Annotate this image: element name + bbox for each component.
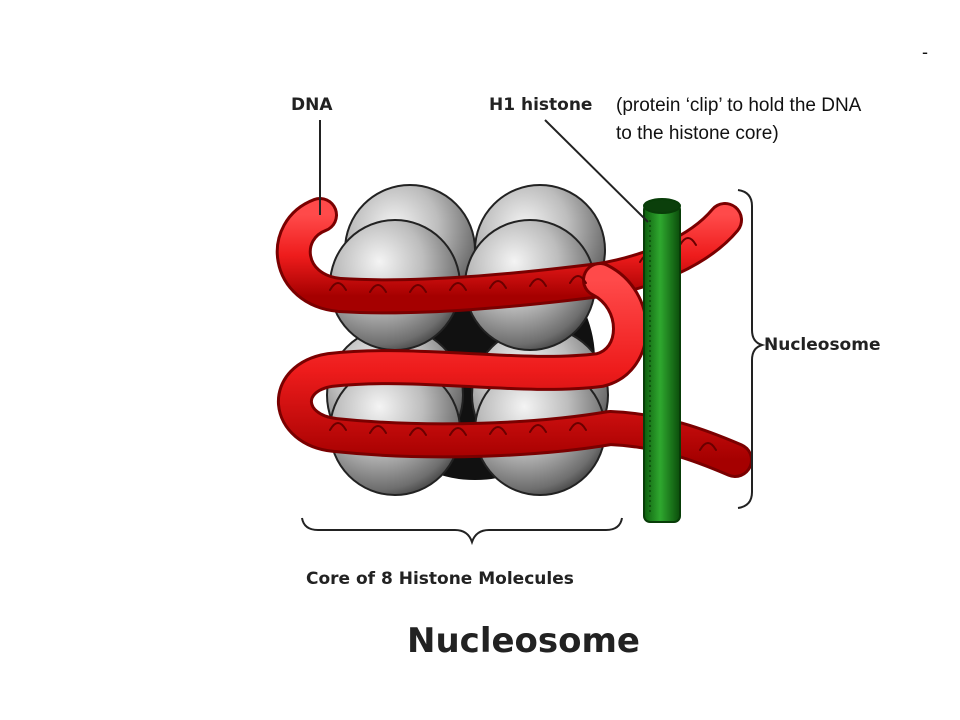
core-label: Core of 8 Histone Molecules xyxy=(306,569,574,589)
dna-label: DNA xyxy=(291,95,333,115)
diagram-title: Nucleosome xyxy=(407,621,640,661)
note-line-1: (protein ‘clip’ to hold the DNA xyxy=(616,95,862,116)
h1-histone-rod xyxy=(643,198,681,523)
nucleosome-side-label: Nucleosome xyxy=(764,335,881,355)
core-bracket xyxy=(301,517,623,546)
h1-histone-label: H1 histone xyxy=(489,95,592,115)
nucleosome-bracket xyxy=(737,189,766,509)
h1-histone-note: (protein ‘clip’ to hold the DNA to the h… xyxy=(616,92,946,148)
corner-mark: - xyxy=(922,42,928,62)
h1-leader-line xyxy=(544,119,649,223)
note-line-2: to the histone core) xyxy=(616,123,779,144)
